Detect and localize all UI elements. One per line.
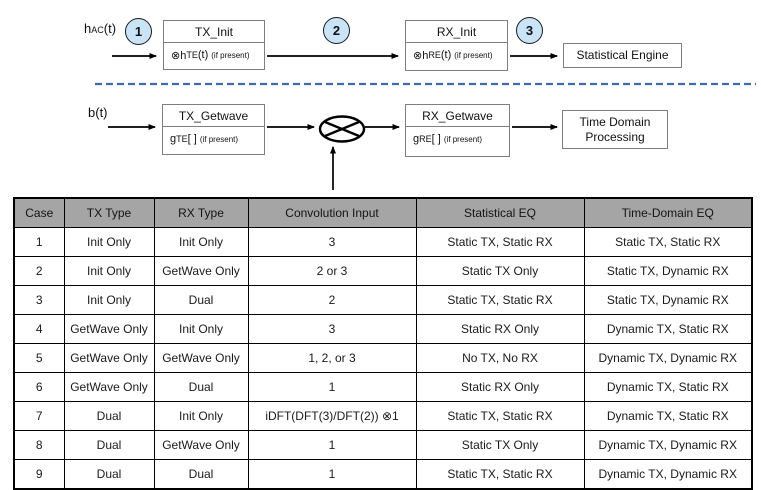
table-cell: iDFT(DFT(3)/DFT(2)) ⊗1 <box>247 401 417 431</box>
table-cell: 3 <box>247 227 417 257</box>
table-cell: 2 or 3 <box>247 256 417 286</box>
table-cell: 1 <box>13 227 65 257</box>
table-cell: Dual <box>63 430 155 460</box>
table-cell: Dynamic TX, Dynamic RX <box>583 430 753 460</box>
table-cell: 5 <box>13 343 65 373</box>
rx-getwave-title: RX_Getwave <box>406 105 509 127</box>
statistical-engine-label: Statistical Engine <box>576 48 669 62</box>
step-badge-3: 3 <box>516 17 543 44</box>
time-domain-processing-label-line1: Time Domain <box>579 114 651 129</box>
time-domain-processing-box: Time Domain Processing <box>562 110 668 149</box>
time-domain-processing-label-line2: Processing <box>585 129 645 144</box>
table-cell: Dynamic TX, Dynamic RX <box>583 459 753 490</box>
table-cell: Static TX, Static RX <box>415 285 585 315</box>
table-cell: 7 <box>13 401 65 431</box>
table-cell: 1 <box>247 459 417 490</box>
step-badge-2-label: 2 <box>332 23 341 38</box>
table-cell: Dual <box>153 372 249 402</box>
convolution-operator-icon <box>318 115 366 143</box>
table-cell: 2 <box>13 256 65 286</box>
statistical-engine-box: Statistical Engine <box>563 43 682 68</box>
table-cell: 1 <box>247 430 417 460</box>
table-cell: GetWave Only <box>153 256 249 286</box>
table-cell: Init Only <box>63 256 155 286</box>
step-badge-3-label: 3 <box>525 23 534 38</box>
table-cell: Dynamic TX, Static RX <box>583 314 753 344</box>
table-cell: 8 <box>13 430 65 460</box>
table-cell: Static TX, Dynamic RX <box>583 256 753 286</box>
table-cell: Static TX Only <box>415 256 585 286</box>
table-cell: 6 <box>13 372 65 402</box>
table-cell: Dual <box>153 285 249 315</box>
table-cell: Static TX Only <box>415 430 585 460</box>
table-cell: Init Only <box>63 227 155 257</box>
step-badge-2: 2 <box>323 17 350 44</box>
table-cell: Dual <box>63 459 155 490</box>
table-cell: 1 <box>247 372 417 402</box>
table-cell: 1, 2, or 3 <box>247 343 417 373</box>
table-cell: Init Only <box>153 401 249 431</box>
table-cell: Init Only <box>63 285 155 315</box>
step-badge-1-label: 1 <box>134 24 143 39</box>
table-cell: Dynamic TX, Dynamic RX <box>583 343 753 373</box>
table-cell: Init Only <box>153 227 249 257</box>
tx-getwave-title: TX_Getwave <box>163 105 264 127</box>
table-cell: Static TX, Static RX <box>415 401 585 431</box>
table-cell: 4 <box>13 314 65 344</box>
table-cell: Static RX Only <box>415 372 585 402</box>
table-cell: Dynamic TX, Static RX <box>583 372 753 402</box>
column-header: Statistical EQ <box>415 197 585 228</box>
table-cell: Static TX, Static RX <box>415 227 585 257</box>
time-domain-input-label: b(t) <box>88 105 108 120</box>
table-cell: Dual <box>153 459 249 490</box>
rx-init-title: RX_Init <box>406 21 507 43</box>
column-header: TX Type <box>63 197 155 228</box>
column-header: Time-Domain EQ <box>583 197 753 228</box>
table-cell: No TX, No RX <box>415 343 585 373</box>
table-cell: GetWave Only <box>63 343 155 373</box>
table-cell: GetWave Only <box>63 314 155 344</box>
column-header: Convolution Input <box>247 197 417 228</box>
step-badge-1: 1 <box>125 18 152 45</box>
table-cell: Static RX Only <box>415 314 585 344</box>
statistical-input-label: hAC(t) <box>84 21 117 36</box>
table-cell: Static TX, Dynamic RX <box>583 285 753 315</box>
tx-init-title: TX_Init <box>164 21 264 43</box>
table-cell: GetWave Only <box>153 430 249 460</box>
table-cell: Static TX, Static RX <box>583 227 753 257</box>
table-cell: Dual <box>63 401 155 431</box>
table-cell: Dynamic TX, Static RX <box>583 401 753 431</box>
table-cell: Init Only <box>153 314 249 344</box>
table-cell: 3 <box>13 285 65 315</box>
column-header: RX Type <box>153 197 249 228</box>
table-cell: GetWave Only <box>153 343 249 373</box>
column-header: Case <box>13 197 65 228</box>
table-cell: 9 <box>13 459 65 490</box>
table-cell: 2 <box>247 285 417 315</box>
table-cell: Static TX, Static RX <box>415 459 585 490</box>
table-cell: GetWave Only <box>63 372 155 402</box>
table-cell: 3 <box>247 314 417 344</box>
